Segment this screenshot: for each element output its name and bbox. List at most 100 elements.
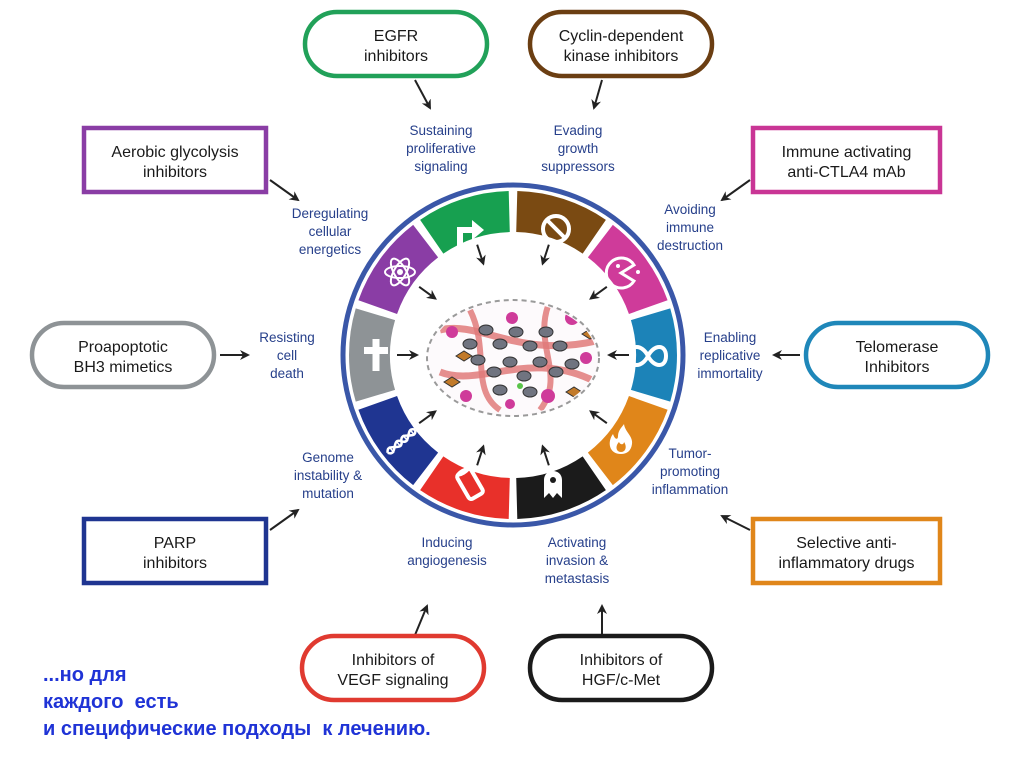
tumor-cells xyxy=(438,305,597,413)
drug-box-border xyxy=(527,633,715,703)
drug-box-text-line: Inhibitors of xyxy=(580,652,663,669)
inner-arrow-3 xyxy=(589,286,608,300)
hallmark-label-line: inflammation xyxy=(652,482,729,497)
hallmark-label-line: replicative xyxy=(700,348,761,363)
drug-box-2: Cyclin-dependent kinase inhibitors xyxy=(527,9,715,79)
atom-icon xyxy=(384,257,416,287)
hallmark-label-line: Enabling xyxy=(704,330,757,345)
hallmark-label-line: metastasis xyxy=(545,571,610,586)
hallmark-segment-9 xyxy=(349,308,396,402)
wheel-outer-ring xyxy=(340,182,686,528)
drug-box-text-line: VEGF signaling xyxy=(337,672,448,689)
hallmark-label-line: Resisting xyxy=(259,330,315,345)
drug-box-text-line: inhibitors xyxy=(143,164,207,181)
inner-arrow-7 xyxy=(476,444,486,466)
drug-box-border xyxy=(750,516,943,586)
hallmark-label-8: Genome instability & mutation xyxy=(294,450,362,501)
ghost-cell-icon xyxy=(544,471,562,498)
drug-box-border xyxy=(750,125,943,195)
inner-arrow-5 xyxy=(589,410,608,424)
hallmark-label-line: mutation xyxy=(302,486,354,501)
hallmark-label-line: Tumor- xyxy=(669,446,712,461)
hallmark-label-line: Deregulating xyxy=(292,206,369,221)
hallmark-label-line: suppressors xyxy=(541,159,615,174)
hallmark-label-line: Evading xyxy=(554,123,603,138)
tumor-illustration xyxy=(426,299,600,417)
hallmark-label-line: Inducing xyxy=(421,535,472,550)
cross-icon xyxy=(364,339,388,371)
drug-box-text-line: PARP xyxy=(154,535,196,552)
hallmark-label-line: invasion & xyxy=(546,553,608,568)
drug-box-text-line: inhibitors xyxy=(143,555,207,572)
hallmark-label-line: instability & xyxy=(294,468,362,483)
drug-box-text-line: Cyclin-dependent xyxy=(559,28,684,45)
infinity-icon xyxy=(627,345,669,367)
drug-arrow-10 xyxy=(269,179,300,202)
hallmark-label-line: Activating xyxy=(548,535,607,550)
inner-arrow-2 xyxy=(540,244,550,266)
hallmark-label-line: Genome xyxy=(302,450,354,465)
hallmark-label-line: immune xyxy=(666,220,714,235)
drug-box-border xyxy=(803,320,991,390)
drug-box-text: Immune activating anti-CTLA4 mAb xyxy=(782,144,912,181)
drug-box-text-line: kinase inhibitors xyxy=(564,48,679,65)
drug-box-text-line: Inhibitors of xyxy=(352,652,435,669)
drug-box-7: Inhibitors of VEGF signaling xyxy=(299,633,487,703)
drug-box-text-line: Immune activating xyxy=(782,144,912,161)
caption-line-3: и специфические подходы к лечению. xyxy=(43,718,431,740)
pacman-icon xyxy=(604,256,640,290)
inner-arrow-6 xyxy=(540,444,550,466)
drug-box-text-line: Aerobic glycolysis xyxy=(111,144,238,161)
hallmark-segment-2 xyxy=(516,191,606,254)
hallmark-label-line: growth xyxy=(558,141,599,156)
drug-box-10: Aerobic glycolysis inhibitors xyxy=(81,125,269,195)
caption-line-2: каждого есть xyxy=(43,691,179,713)
hallmark-icons xyxy=(364,214,669,502)
drug-box-5: Selective anti-inflammatory drugs xyxy=(750,516,943,586)
drug-box-text-line: anti-CTLA4 mAb xyxy=(787,164,905,181)
hallmark-segment-4 xyxy=(630,308,677,402)
hallmark-segment-10 xyxy=(358,224,439,314)
drug-box-text: Inhibitors of HGF/c-Met xyxy=(580,652,663,689)
hallmark-label-line: energetics xyxy=(299,242,362,257)
hallmark-label-7: Inducing angiogenesis xyxy=(407,535,487,568)
inner-arrow-10 xyxy=(418,286,437,300)
hallmark-label-line: death xyxy=(270,366,304,381)
vessel-icon xyxy=(455,466,485,502)
drug-box-border xyxy=(302,9,490,79)
drug-box-text-line: BH3 mimetics xyxy=(74,359,173,376)
drug-box-text: Selective anti-inflammatory drugs xyxy=(778,535,914,572)
hallmark-label-line: promoting xyxy=(660,464,720,479)
drug-box-border xyxy=(29,320,217,390)
caption-line-1: ...но для xyxy=(43,664,127,686)
caption: ...но для каждого есть и специфические п… xyxy=(43,662,431,743)
drug-box-text-line: HGF/c-Met xyxy=(582,672,661,689)
hallmark-label-line: signaling xyxy=(414,159,467,174)
drug-box-text-line: Inhibitors xyxy=(865,359,930,376)
drug-box-text: Aerobic glycolysis inhibitors xyxy=(111,144,238,181)
drug-box-3: Immune activating anti-CTLA4 mAb xyxy=(750,125,943,195)
hallmark-label-line: Sustaining xyxy=(409,123,472,138)
drug-box-border xyxy=(299,633,487,703)
drug-box-text-line: Telomerase xyxy=(856,339,939,356)
drug-arrow-3 xyxy=(720,179,751,202)
drug-box-6: Inhibitors of HGF/c-Met xyxy=(527,633,715,703)
dna-icon xyxy=(386,428,417,455)
hallmark-label-line: cell xyxy=(277,348,297,363)
arrow-up-right-icon xyxy=(457,220,484,248)
hallmark-label-line: angiogenesis xyxy=(407,553,487,568)
drug-box-text-line: Selective anti- xyxy=(796,535,897,552)
hallmark-label-2: Evading growth suppressors xyxy=(541,123,615,174)
